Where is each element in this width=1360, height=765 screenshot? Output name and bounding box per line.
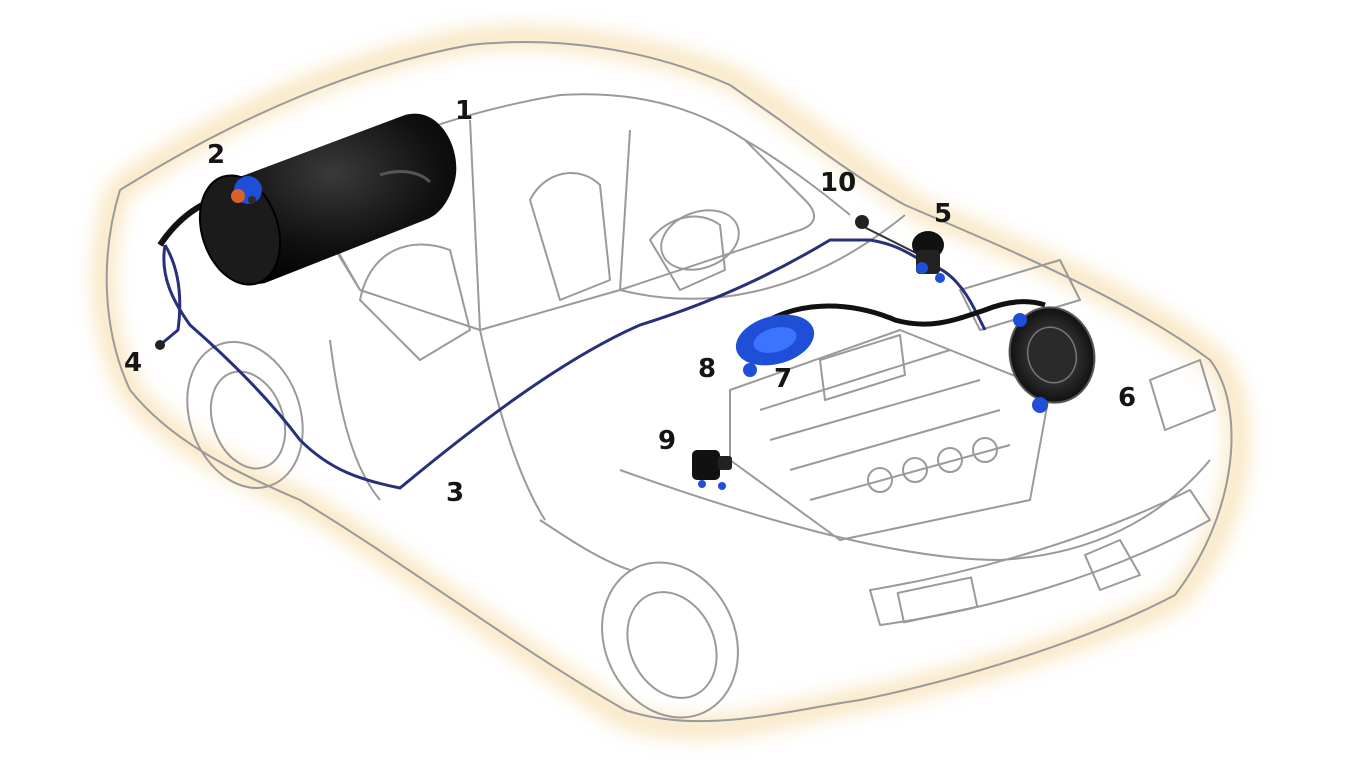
label-5: 5 [934,199,953,229]
gas-valve [743,363,757,377]
petrol-solenoid [912,231,945,283]
car-body [105,41,1233,723]
filling-valve [155,340,165,350]
gas-line [162,238,987,490]
label-2: 2 [207,140,226,170]
label-10: 10 [820,168,857,198]
label-8: 8 [698,354,717,384]
label-4: 4 [124,348,143,378]
reducer-vaporizer [1008,306,1096,413]
label-1: 1 [455,96,474,126]
gas-tank [198,113,457,286]
gas-mixer [735,314,815,366]
multivalve [231,176,262,204]
hose-engine [753,299,1046,332]
label-3: 3 [446,478,465,508]
fuel-switch [855,215,869,229]
label-9: 9 [658,426,677,456]
label-7: 7 [774,364,793,394]
gas-solenoid [692,450,732,490]
label-6: 6 [1118,383,1137,413]
